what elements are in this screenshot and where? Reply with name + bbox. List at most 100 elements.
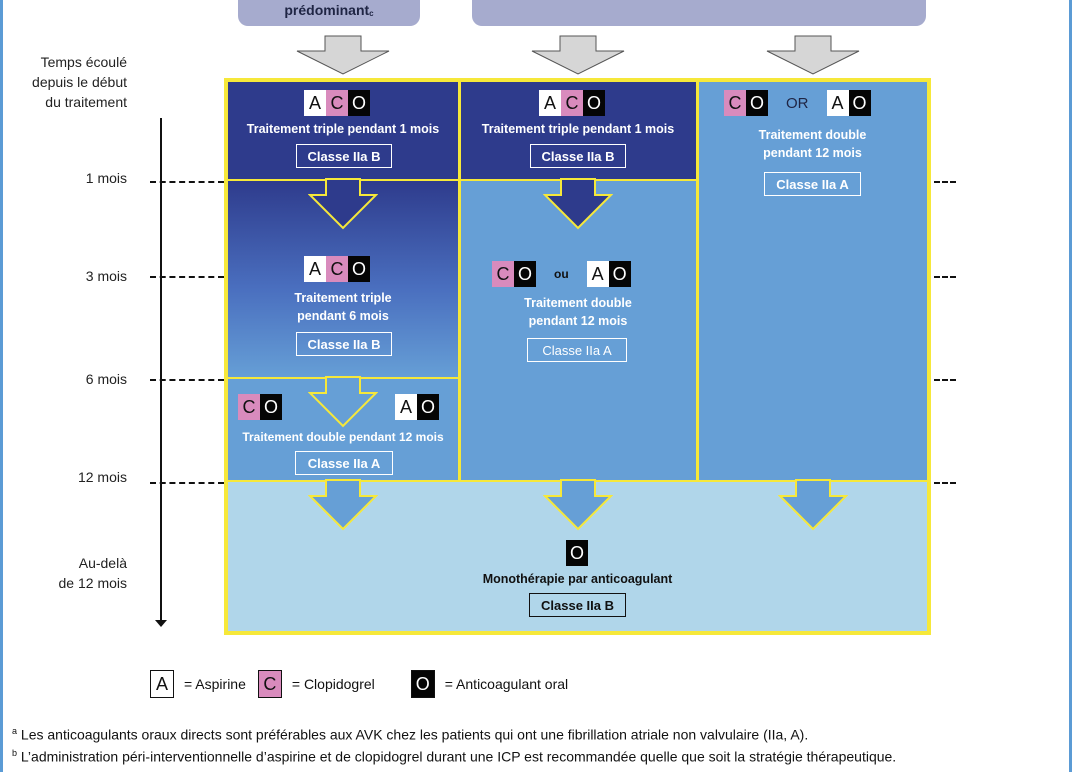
axis-title-line: depuis le début [32,74,127,90]
drug-combo-ao: A O [395,394,439,420]
text-line: pendant 12 mois [763,146,862,160]
footnote-a: a Les anticoagulants oraux directs sont … [12,726,808,743]
text-line: Traitement double [524,296,632,310]
flow-arrow-final-1 [308,479,378,531]
legend-aspirin-chip: A [150,670,174,698]
legend-clopidogrel-chip: C [257,670,282,698]
col1-phase2-class: Classe IIa B [296,332,392,356]
aspirin-chip: A [304,90,326,116]
footnote-text: L’administration péri-interventionnelle … [17,748,897,765]
right-frame-border [1069,0,1072,772]
dashed-guide-1-mois [150,181,224,183]
beyond-line: de 12 mois [58,575,127,591]
legend: A = Aspirine C = Clopidogrel O = Anticoa… [150,670,580,698]
border [458,78,461,482]
text-line: Traitement triple [294,291,392,305]
legend-anticoagulant-label: = Anticoagulant oral [444,676,569,692]
tick-label-3-mois: 3 mois [85,268,127,284]
anticoagulant-chip: O [348,256,370,282]
gray-down-arrow [296,35,390,75]
col2-phase1-text: Traitement triple pendant 1 mois [481,122,675,136]
col3-phase1-panel [698,82,927,480]
tick-label-12-mois: 12 mois [77,469,127,485]
anticoagulant-chip: O [583,90,605,116]
col1-phase3-class: Classe IIa A [295,451,393,475]
border [224,78,931,82]
clopidogrel-chip: C [492,261,514,287]
footnote-b: b L’administration péri-interventionnell… [12,748,896,765]
border [224,631,931,635]
border [228,179,696,181]
beyond-line: Au-delà [78,555,127,571]
legend-clopidogrel-label: = Clopidogrel [291,676,375,692]
header-box-2 [472,0,926,26]
col1-phase3-text: Traitement double pendant 12 mois [242,430,444,444]
anticoagulant-chip: O [514,261,536,287]
anticoagulant-chip: O [417,394,439,420]
time-axis-line [160,118,162,623]
border [696,78,699,482]
anticoagulant-chip: O [848,90,871,116]
aspirin-chip: A [395,394,417,420]
left-frame-border [0,0,3,772]
border [927,78,931,635]
anticoagulant-chip: O [566,540,588,566]
footnote-text: Les anticoagulants oraux directs sont pr… [17,726,809,743]
anticoagulant-chip: O [260,394,282,420]
flow-arrow-col1-a [308,178,378,230]
col1-phase1-text: Traitement triple pendant 1 mois [246,122,440,136]
anticoagulant-chip: O [746,90,768,116]
footnote-mark: b [12,748,18,758]
axis-title-line: du traitement [45,94,127,110]
text-line: pendant 6 mois [297,309,389,323]
clopidogrel-chip: C [561,90,583,116]
dashed-guide-right [934,276,956,278]
dashed-guide-right [934,482,956,484]
aspirin-chip: A [304,256,326,282]
anticoagulant-chip: O [608,261,631,287]
or-connector: OR [786,94,809,112]
clopidogrel-chip: C [326,256,348,282]
drug-choice-row: C O ou A O [492,261,631,287]
drug-combo-aco: A C O [304,90,370,116]
aspirin-chip: A [586,261,609,287]
axis-title: Temps écoulé depuis le début du traiteme… [0,52,127,112]
tick-label-beyond: Au-delà de 12 mois [0,553,127,593]
treatment-flowchart: A C O Traitement triple pendant 1 mois C… [224,78,931,635]
aspirin-chip: A [826,90,849,116]
drug-choice-row: C O OR A O [724,90,871,116]
flow-arrow-col1-b [308,376,378,428]
anticoagulant-chip: O [348,90,370,116]
time-axis-arrowhead [155,620,167,627]
flow-arrow-col2-a [543,178,613,230]
gray-down-arrow [531,35,625,75]
gray-down-arrow [766,35,860,75]
text-line: pendant 12 mois [528,314,628,328]
border [224,78,228,635]
footnote-mark: a [12,726,18,736]
col3-phase1-text: Traitement double pendant 12 mois [698,126,927,162]
clopidogrel-chip: C [326,90,348,116]
tick-label-6-mois: 6 mois [85,371,127,387]
col2-phase1-class: Classe IIa B [530,144,626,168]
legend-aspirin-label: = Aspirine [184,676,246,692]
dashed-guide-right [934,379,956,381]
axis-title-line: Temps écoulé [40,54,127,70]
flow-arrow-final-3 [778,479,848,531]
drug-combo-aco: A C O [304,256,370,282]
drug-combo-co: C O [238,394,282,420]
drug-combo-aco: A C O [539,90,605,116]
header-box-1-label: prédominant [284,2,370,18]
final-text: Monothérapie par anticoagulant [482,572,673,586]
col2-phase2-class: Classe IIa A [527,338,627,362]
dashed-guide-12-mois [150,482,224,484]
tick-label-1-mois: 1 mois [85,170,127,186]
flow-arrow-final-2 [543,479,613,531]
col3-phase1-class: Classe IIa A [764,172,861,196]
clopidogrel-chip: C [238,394,260,420]
col1-phase1-class: Classe IIa B [296,144,392,168]
clopidogrel-chip: C [724,90,746,116]
col2-phase2-panel [460,180,696,480]
text-line: Traitement double [758,128,867,142]
